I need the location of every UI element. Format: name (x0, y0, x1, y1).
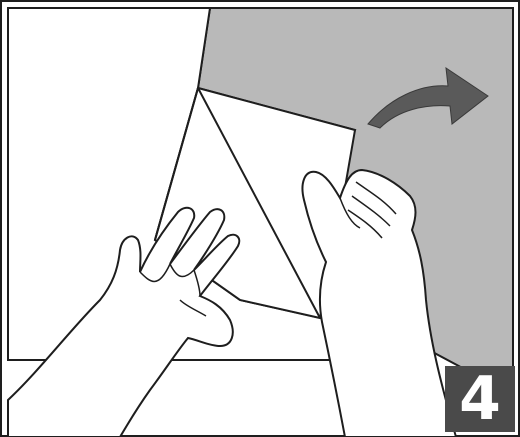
step-number: 4 (459, 364, 501, 434)
step-number-badge: 4 (445, 366, 515, 432)
